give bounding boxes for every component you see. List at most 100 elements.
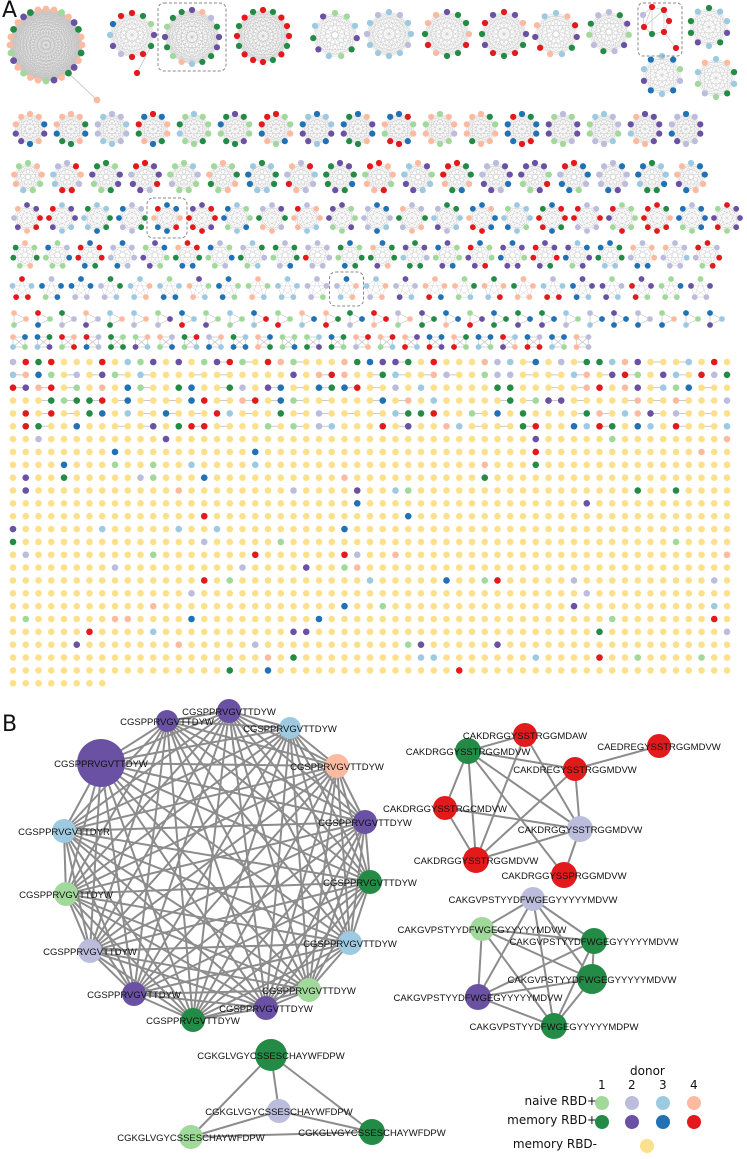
cdr3-label: CAKGVPSTYYDFWGEGYYYYYMDPW xyxy=(470,1022,639,1033)
small-clone-network xyxy=(323,310,341,328)
small-clone-network xyxy=(525,334,543,350)
clone-network xyxy=(362,160,396,193)
clone-network xyxy=(54,111,89,147)
small-clone-network xyxy=(707,310,725,328)
clone-network xyxy=(323,160,357,193)
cdr3-label: CAKDRGGYSSTRGGMDVW xyxy=(518,825,643,836)
cdr3-label: CAKDRGGYSSPRGGMDVW xyxy=(501,871,626,882)
clone-network xyxy=(464,111,499,147)
legend-swatch-memory-d4 xyxy=(687,1115,701,1129)
small-clone-network xyxy=(329,334,347,350)
clone-network xyxy=(158,3,226,71)
legend-swatch-memory-d3 xyxy=(656,1115,670,1129)
clone-network xyxy=(81,202,113,234)
clone-network xyxy=(570,276,595,300)
clone-network xyxy=(10,276,35,300)
cdr3-label: CAKDRGGYSSTRGCMDVW xyxy=(383,804,507,815)
highlighted-clone-network xyxy=(638,3,682,56)
clone-network xyxy=(600,276,625,300)
small-clone-network xyxy=(443,310,461,328)
cdr3-label: CAKDRGGYSSTRGGMDAW xyxy=(463,731,587,742)
clone-network xyxy=(303,240,332,269)
clone-network xyxy=(95,111,130,147)
clone-network xyxy=(676,202,708,234)
clone-network xyxy=(259,111,294,147)
clone-network xyxy=(606,202,638,234)
small-clone-network xyxy=(35,310,53,328)
clone-network xyxy=(511,276,536,300)
legend-donor-1: 1 xyxy=(598,1078,606,1092)
cdr3-label: CGKGLVGYCSSESCHAYWFDPW xyxy=(117,1133,264,1144)
small-clone-network xyxy=(280,334,298,350)
small-clone-network xyxy=(203,310,221,328)
small-clone-network xyxy=(11,310,29,328)
clone-network xyxy=(205,240,234,269)
small-clone-network xyxy=(427,334,445,350)
legend: donor 1 2 3 4 naive RBD+ memory RBD+ mem… xyxy=(480,1060,747,1154)
clone-network xyxy=(364,9,414,59)
clone-network xyxy=(596,160,630,193)
cdr3-label: CGSPPRVGVTTDYW xyxy=(87,990,181,1001)
clone-network xyxy=(186,202,218,234)
legend-donor-4: 4 xyxy=(690,1078,698,1092)
legend-swatch-naive-d1 xyxy=(595,1096,609,1110)
clone-network xyxy=(505,111,540,147)
small-clone-network xyxy=(131,310,149,328)
clone-network xyxy=(659,276,684,300)
cdr3-label: CGSPPRVGVTTDYR xyxy=(18,827,110,838)
clone-network xyxy=(532,10,580,57)
legend-row-naive-rbd-pos: naive RBD+ xyxy=(480,1094,597,1108)
small-clone-network xyxy=(587,310,605,328)
clone-network xyxy=(11,202,43,234)
legend-swatch-naive-d3 xyxy=(656,1096,670,1110)
cdr3-label: CGSPPRVGVTTDYW xyxy=(323,878,417,889)
clone-network xyxy=(629,276,654,300)
small-clone-network xyxy=(515,310,533,328)
clone-network xyxy=(246,276,271,300)
clone-network xyxy=(711,202,743,234)
cdr3-label: CAKDREGYSSTRGGMDVW xyxy=(513,765,637,776)
clone-network xyxy=(498,240,527,269)
clone-network xyxy=(422,9,472,59)
clone-network xyxy=(466,202,498,234)
clone-network xyxy=(326,202,358,234)
small-clone-network xyxy=(59,334,77,350)
small-clone-network xyxy=(133,334,151,350)
clone-network xyxy=(635,160,669,193)
legend-donor-3: 3 xyxy=(659,1078,667,1092)
legend-swatch-memory-d1 xyxy=(595,1115,609,1129)
cdr3-label: CGKGLVGYCSSESCHAYWFDPW xyxy=(197,1051,344,1062)
clone-network xyxy=(482,276,507,300)
clone-network xyxy=(586,9,632,54)
clone-network xyxy=(341,111,376,147)
clone-network xyxy=(291,202,323,234)
clone-network xyxy=(546,111,581,147)
clone-network xyxy=(157,276,182,300)
clone-network xyxy=(305,276,330,300)
clone-network xyxy=(275,276,300,300)
clone-network xyxy=(167,160,201,193)
clone-network xyxy=(245,160,279,193)
legend-swatch-naive-d4 xyxy=(687,1096,701,1110)
clone-network xyxy=(628,111,663,147)
clone-network xyxy=(7,6,101,104)
small-clone-network xyxy=(378,334,396,350)
clone-network xyxy=(173,240,202,269)
clone-network xyxy=(361,202,393,234)
clone-network xyxy=(330,272,364,306)
clone-network xyxy=(218,111,253,147)
small-clone-network xyxy=(108,334,126,350)
clone-network xyxy=(98,276,123,300)
clone-network xyxy=(140,240,169,269)
small-clone-network xyxy=(659,310,677,328)
small-clone-network xyxy=(467,310,485,328)
clone-network xyxy=(423,111,458,147)
cdr3-label: CGSPPRVGVTTDYW xyxy=(303,939,397,950)
clone-network xyxy=(401,160,435,193)
clone-network xyxy=(396,202,428,234)
clone-network xyxy=(234,7,292,65)
cdr3-label: CGSPPRVGVTTDYW xyxy=(318,818,412,829)
clone-network xyxy=(221,202,253,234)
